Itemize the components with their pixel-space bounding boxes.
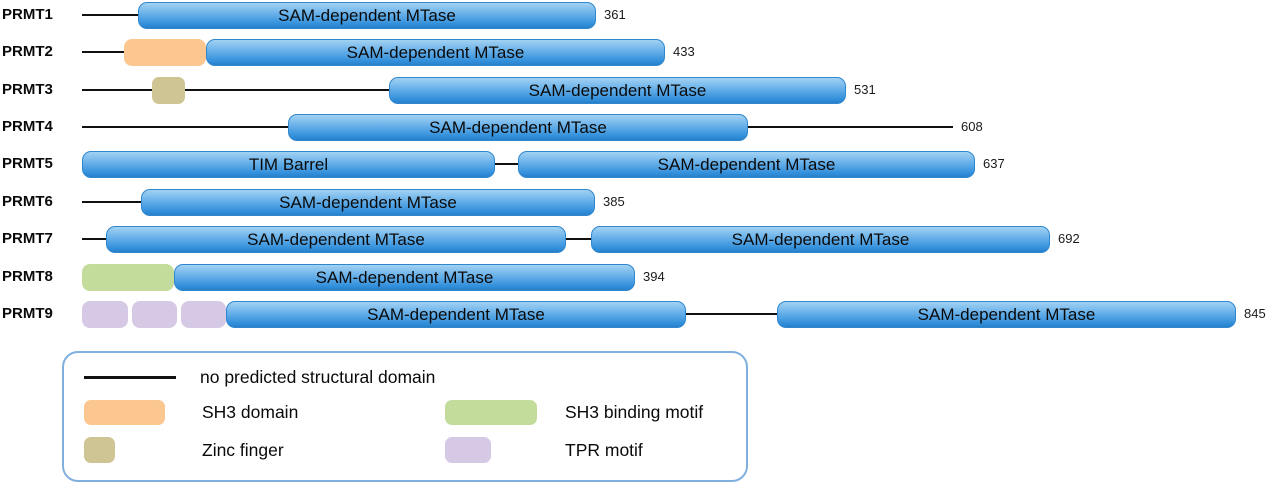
domain-box-mtase: SAM-dependent MTase (591, 225, 1050, 253)
domain-box-tpr (82, 300, 128, 328)
domain-box-tpr (181, 300, 226, 328)
domain-box-zinc (152, 76, 185, 104)
protein-length: 845 (1244, 306, 1266, 321)
domain-box-mtase: SAM-dependent MTase (777, 300, 1236, 328)
backbone-line (82, 51, 124, 53)
domain-box-mtase: TIM Barrel (82, 150, 495, 178)
protein-name-label: PRMT1 (2, 6, 53, 23)
legend-label-line: no predicted structural domain (200, 367, 436, 387)
backbone-line (82, 89, 152, 91)
domain-box-mtase: SAM-dependent MTase (141, 188, 595, 216)
backbone-line (82, 14, 138, 16)
domain-box-mtase: SAM-dependent MTase (518, 150, 975, 178)
backbone-line (495, 163, 518, 165)
domain-label: SAM-dependent MTase (917, 304, 1096, 324)
protein-name-label: PRMT7 (2, 230, 53, 247)
backbone-line (82, 238, 106, 240)
domain-label: SAM-dependent MTase (315, 267, 494, 287)
legend-swatch-zinc (84, 437, 115, 463)
domain-label: SAM-dependent MTase (346, 42, 525, 62)
legend-label-sh3: SH3 domain (202, 402, 299, 422)
legend-frame (62, 351, 748, 482)
domain-box-mtase: SAM-dependent MTase (288, 113, 748, 141)
domain-box-mtase: SAM-dependent MTase (389, 76, 846, 104)
domain-box-mtase: SAM-dependent MTase (226, 300, 686, 328)
domain-label: SAM-dependent MTase (367, 304, 545, 324)
domain-box-mtase: SAM-dependent MTase (106, 225, 566, 253)
protein-name-label: PRMT5 (2, 155, 53, 172)
protein-length: 394 (643, 269, 665, 284)
protein-name-label: PRMT9 (2, 305, 53, 322)
legend-swatch-sh3 (84, 399, 165, 425)
domain-label: TIM Barrel (248, 154, 329, 174)
domain-label: SAM-dependent MTase (429, 117, 607, 137)
protein-length: 608 (961, 119, 983, 134)
protein-length: 692 (1058, 231, 1080, 246)
domain-label: SAM-dependent MTase (278, 5, 456, 25)
domain-label: SAM-dependent MTase (528, 80, 707, 100)
protein-length: 385 (603, 194, 625, 209)
protein-length: 637 (983, 156, 1005, 171)
protein-name-label: PRMT2 (2, 43, 53, 60)
protein-name-label: PRMT6 (2, 193, 53, 210)
legend-label-tpr: TPR motif (565, 440, 643, 460)
protein-length: 433 (673, 44, 695, 59)
domain-box-mtase: SAM-dependent MTase (206, 38, 665, 66)
domain-label: SAM-dependent MTase (657, 154, 836, 174)
legend-swatch-tpr (445, 437, 491, 463)
legend-label-sh3_binding: SH3 binding motif (565, 402, 704, 422)
legend-swatch-line (84, 375, 176, 379)
protein-name-label: PRMT8 (2, 268, 53, 285)
protein-name-label: PRMT3 (2, 81, 53, 98)
domain-box-mtase: SAM-dependent MTase (138, 1, 596, 29)
backbone-line (748, 126, 953, 128)
domain-label: SAM-dependent MTase (279, 192, 457, 212)
domain-box-tpr (132, 300, 177, 328)
protein-length: 361 (604, 7, 626, 22)
protein-length: 531 (854, 82, 876, 97)
domain-label: SAM-dependent MTase (731, 229, 910, 249)
domain-box-sh3_binding (82, 263, 174, 291)
backbone-line (82, 126, 288, 128)
backbone-line (566, 238, 591, 240)
domain-box-sh3 (124, 38, 206, 66)
domain-label: SAM-dependent MTase (247, 229, 425, 249)
backbone-line (686, 313, 777, 315)
protein-name-label: PRMT4 (2, 118, 53, 135)
backbone-line (185, 89, 389, 91)
domain-box-mtase: SAM-dependent MTase (174, 263, 635, 291)
legend-label-zinc: Zinc finger (202, 440, 284, 460)
legend-swatch-sh3_binding (445, 399, 537, 425)
backbone-line (82, 201, 141, 203)
